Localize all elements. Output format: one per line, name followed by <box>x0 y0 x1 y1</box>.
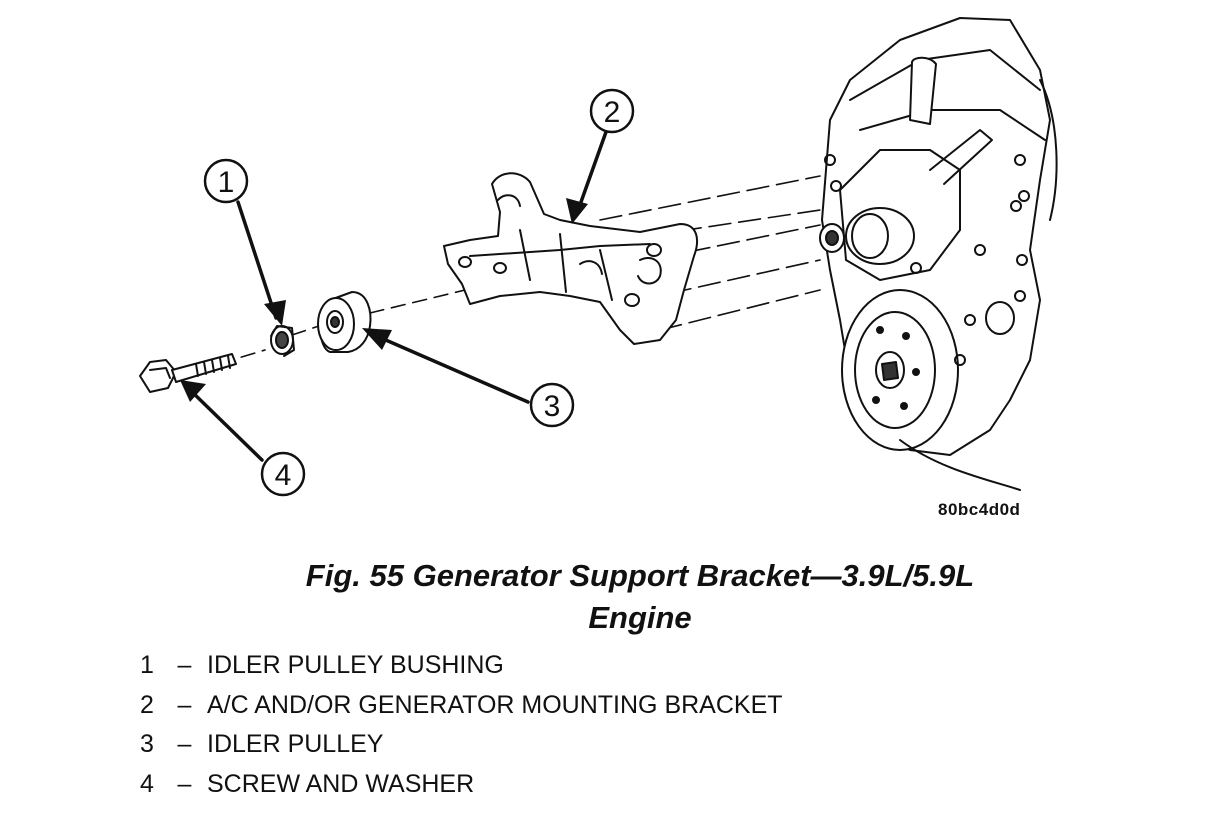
callout-circle-2 <box>589 88 635 134</box>
legend-item-number: 3 <box>140 730 154 758</box>
legend-item: 3–IDLER PULLEY <box>140 725 783 765</box>
figure-caption-line-2: Engine <box>588 600 692 635</box>
callout-circle-1 <box>203 158 249 204</box>
callout-label-4: 4 <box>275 459 292 492</box>
idler-pulley-bushing-part <box>270 325 295 357</box>
callout-label-2: 2 <box>604 96 621 129</box>
engine-front-part <box>819 17 1058 491</box>
idler-pulley-part <box>317 291 372 353</box>
legend-item-label: IDLER PULLEY <box>207 730 384 758</box>
legend-item-dash: – <box>177 769 192 798</box>
parts-legend: 1–IDLER PULLEY BUSHING 2–A/C AND/OR GENE… <box>140 646 783 804</box>
legend-item-dash: – <box>177 690 192 719</box>
arrow-heads <box>180 198 588 402</box>
legend-item-label: SCREW AND WASHER <box>207 769 475 798</box>
figure-caption-line-1: Fig. 55 Generator Support Bracket—3.9L/5… <box>305 558 975 593</box>
legend-item: 2–A/C AND/OR GENERATOR MOUNTING BRACKET <box>140 686 783 726</box>
legend-item-label: A/C AND/OR GENERATOR MOUNTING BRACKET <box>207 690 783 719</box>
figure-code: 80bc4d0d <box>938 500 1021 519</box>
legend-item-number: 1 <box>140 651 154 679</box>
exploded-view-illustration: 1 2 3 4 <box>139 17 1058 497</box>
callout-label-1: 1 <box>218 166 235 199</box>
legend-item: 4–SCREW AND WASHER <box>140 765 783 805</box>
legend-item: 1–IDLER PULLEY BUSHING <box>140 646 783 686</box>
callout-circle-3 <box>529 382 575 428</box>
legend-item-dash: – <box>177 730 192 758</box>
legend-item-number: 2 <box>140 690 154 719</box>
callout-circles <box>203 88 635 497</box>
callout-label-3: 3 <box>544 390 561 423</box>
callout-arrows <box>186 130 608 462</box>
mounting-bracket-part <box>443 172 698 345</box>
legend-item-number: 4 <box>140 769 154 798</box>
callout-circle-4 <box>260 451 306 497</box>
legend-item-dash: – <box>177 651 192 679</box>
screw-and-washer-part <box>139 353 237 393</box>
legend-item-label: IDLER PULLEY BUSHING <box>207 651 504 679</box>
